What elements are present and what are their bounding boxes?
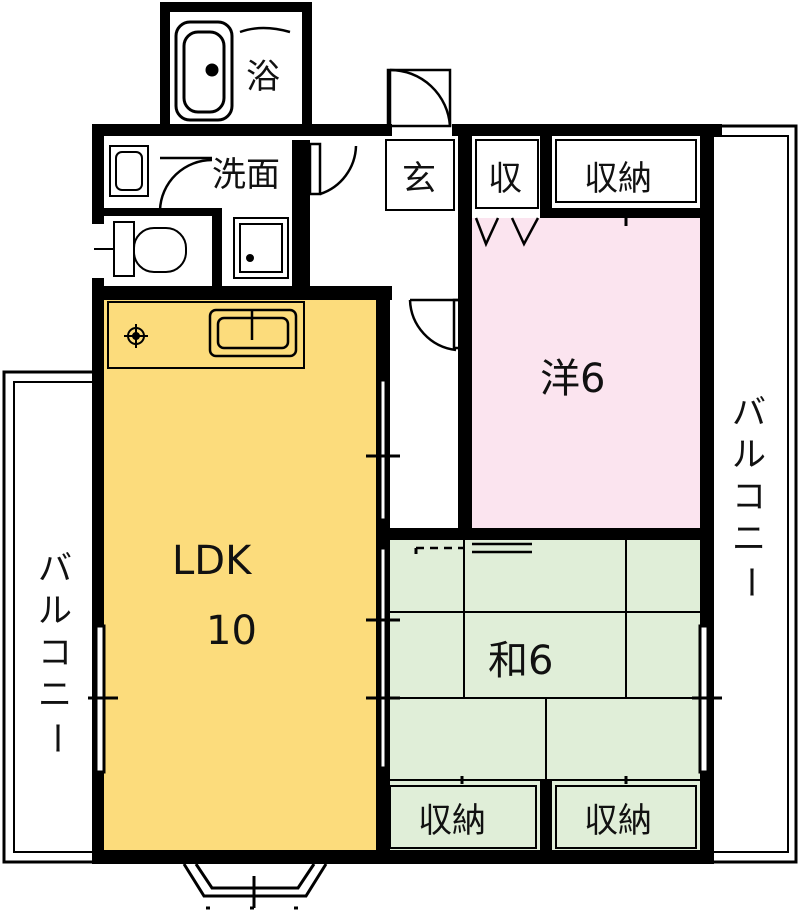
entrance-label: 玄 — [402, 159, 436, 199]
balcony-right-char: ー — [730, 565, 770, 599]
ldk-fill — [98, 300, 376, 858]
balcony-right-char: ニ — [732, 519, 766, 559]
japanese-room-label: 和6 — [488, 638, 553, 684]
kitchen-sink-icon — [208, 308, 298, 358]
entrance-step — [385, 139, 455, 211]
storage-left-box — [389, 785, 537, 849]
toilet-icon — [94, 221, 187, 277]
balcony-left-char: ル — [38, 591, 72, 631]
storage-top-label: 収納 — [584, 159, 652, 199]
bay-window — [182, 863, 328, 910]
balcony-left-label: バ ル コ ニ ー — [36, 549, 76, 755]
balcony-right-char: バ — [732, 393, 766, 433]
storage-left-label: 収納 — [418, 801, 486, 841]
western-room-fill — [472, 218, 700, 530]
balcony-left-char: コ — [38, 633, 72, 673]
stove-icon — [124, 324, 148, 348]
balcony-left-char: ニ — [38, 675, 72, 715]
balcony-right-label: バ ル コ ニ ー — [730, 393, 770, 599]
washbasin-icon — [109, 145, 149, 197]
bath-label: 浴 — [246, 57, 280, 97]
balcony-right-char: コ — [732, 477, 766, 517]
storage-small-label: 収 — [488, 159, 522, 199]
western-room-label: 洋6 — [540, 356, 605, 402]
storage-small-box — [475, 139, 539, 209]
balcony-right-char: ル — [732, 435, 766, 475]
storage-top-box — [555, 139, 697, 203]
washing-machine-icon — [233, 217, 289, 279]
washroom-label: 洗面 — [212, 155, 280, 195]
storage-right-box — [555, 785, 697, 849]
doors — [158, 26, 540, 554]
ldk-label-line2: 10 — [206, 608, 257, 654]
balcony-left-char: バ — [38, 549, 72, 589]
windows — [88, 210, 722, 784]
storage-right-label: 収納 — [584, 801, 652, 841]
balcony-left-char: ー — [36, 721, 76, 755]
ldk-label-line1: LDK — [172, 538, 253, 584]
bathtub-icon — [174, 20, 234, 122]
